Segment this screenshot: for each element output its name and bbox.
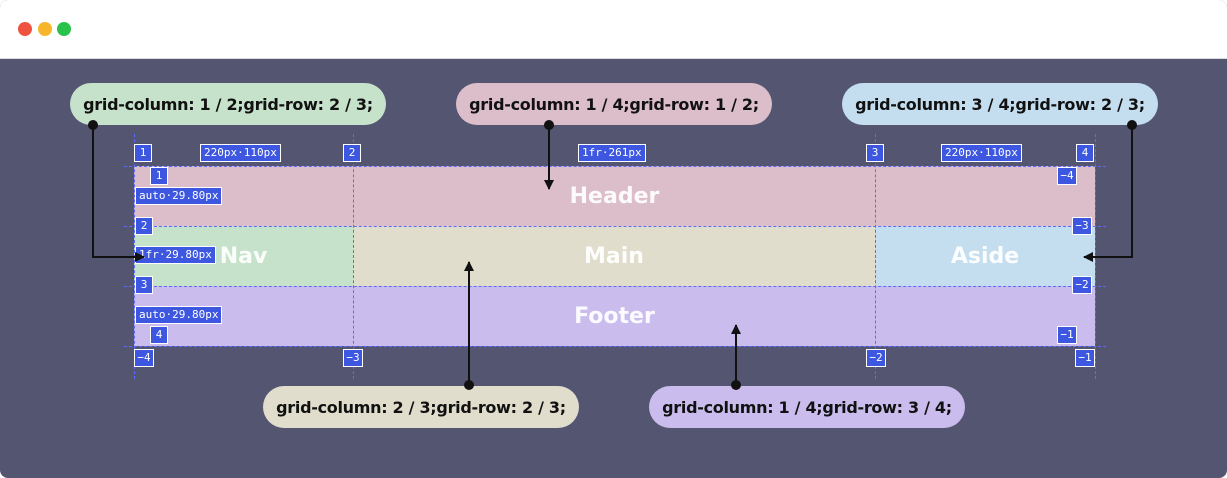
aside-label: Aside	[950, 243, 1020, 269]
nav-label: Nav	[219, 243, 268, 269]
column-number-badge-negative: −1	[1075, 349, 1095, 367]
row-size-badge: auto·29.80px	[135, 306, 223, 324]
column-size-badge: 220px·110px	[200, 144, 281, 162]
footer-label: Footer	[574, 303, 655, 329]
grid-line-row-2	[124, 226, 1106, 227]
grid-line-row-3	[124, 286, 1106, 287]
close-window-button[interactable]	[18, 22, 32, 36]
row-number-badge: 4	[150, 326, 168, 344]
arrow-footer-dot	[731, 380, 741, 390]
arrow-nav-dot	[88, 120, 98, 130]
column-size-badge: 1fr·261px	[578, 144, 646, 162]
callout-nav: grid-column: 1 / 2;grid-row: 2 / 3;	[70, 83, 386, 125]
column-number-badge-negative: −3	[343, 349, 363, 367]
arrow-aside	[1083, 125, 1133, 262]
row-number-badge: 3	[135, 276, 153, 294]
window-titlebar	[0, 0, 1227, 59]
row-number-badge-negative: −4	[1057, 167, 1077, 185]
grid-area-aside: Aside	[875, 226, 1095, 286]
row-number-badge: 1	[150, 167, 168, 185]
arrow-nav	[92, 125, 145, 262]
arrow-aside-dot	[1127, 120, 1137, 130]
column-number-badge: 2	[343, 144, 361, 162]
grid-inspector-canvas: Header Nav Main Aside Footer 220px·110px…	[0, 59, 1227, 478]
minimize-window-button[interactable]	[38, 22, 52, 36]
column-size-badge: 220px·110px	[941, 144, 1022, 162]
grid-line-row-4	[124, 346, 1106, 347]
grid-line-row-1	[124, 166, 1106, 167]
row-number-badge-negative: −1	[1057, 326, 1077, 344]
callout-header: grid-column: 1 / 4;grid-row: 1 / 2;	[456, 83, 772, 125]
column-number-badge-negative: −2	[866, 349, 886, 367]
row-size-badge: auto·29.80px	[135, 187, 223, 205]
grid-area-footer: Footer	[134, 286, 1095, 346]
row-number-badge: 2	[135, 217, 153, 235]
callout-main: grid-column: 2 / 3;grid-row: 2 / 3;	[263, 386, 579, 428]
column-number-badge: 1	[134, 144, 152, 162]
main-label: Main	[584, 243, 644, 269]
header-label: Header	[569, 183, 660, 209]
callout-aside: grid-column: 3 / 4;grid-row: 2 / 3;	[842, 83, 1158, 125]
grid-area-header: Header	[134, 166, 1095, 226]
column-number-badge: 4	[1076, 144, 1094, 162]
callout-footer: grid-column: 1 / 4;grid-row: 3 / 4;	[649, 386, 965, 428]
row-size-badge: 1fr·29.80px	[135, 246, 216, 264]
row-number-badge-negative: −3	[1072, 217, 1092, 235]
grid-area-main: Main	[353, 226, 875, 286]
column-number-badge-negative: −4	[134, 349, 154, 367]
grid-line-column-3	[875, 134, 876, 379]
arrow-header-dot	[544, 120, 554, 130]
row-number-badge-negative: −2	[1072, 276, 1092, 294]
arrow-main-dot	[464, 380, 474, 390]
callout-arrows	[88, 120, 1137, 390]
column-number-badge: 3	[866, 144, 884, 162]
maximize-window-button[interactable]	[57, 22, 71, 36]
grid-line-column-2	[353, 134, 354, 379]
